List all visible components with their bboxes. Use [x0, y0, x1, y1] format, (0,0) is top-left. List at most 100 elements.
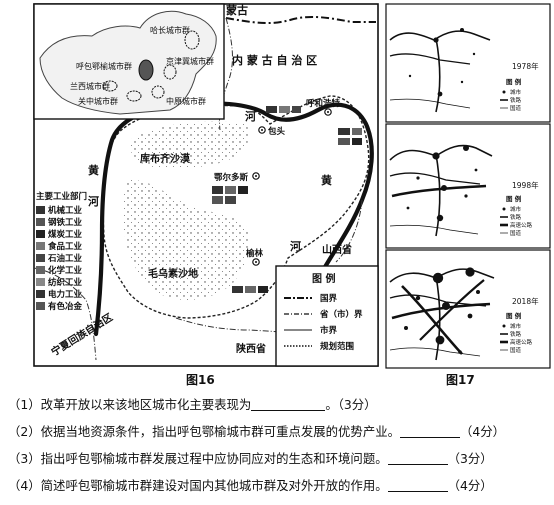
kubuqi-desert — [129, 121, 249, 169]
national-border — [225, 15, 376, 25]
industry-item-7: 电力工业 — [48, 289, 83, 300]
answer-blank-4[interactable] — [387, 479, 448, 492]
industry-item-0: 机械工业 — [48, 205, 83, 216]
fig17-legend-0-0: 城市 — [510, 88, 522, 96]
industry-item-5: 化学工业 — [48, 265, 83, 276]
label-shanxi: 山西省 — [322, 243, 352, 256]
label-river-huang-2: 黄 — [321, 173, 332, 187]
map-legend-item-2: 市界 — [320, 325, 338, 336]
city-baotou: 包头 — [258, 126, 286, 137]
industry-legend-items: 机械工业 钢铁工业 煤炭工业 食品工业 石油工业 化学工业 纺织工业 电力工业 … — [36, 205, 83, 312]
industry-item-2: 煤炭工业 — [48, 229, 83, 240]
province-border-ningxia — [33, 267, 97, 361]
fig17-legend-1-3: 国道 — [510, 229, 522, 237]
answer-blank-1[interactable] — [251, 398, 326, 411]
industry-item-4: 石油工业 — [47, 253, 83, 264]
map-legend-item-1: 省（市）界 — [319, 309, 363, 320]
label-maowusu: 毛乌素沙地 — [148, 267, 198, 280]
map-legend-item-3: 规划范围 — [320, 341, 354, 352]
question-3-tail: （3分） — [447, 451, 493, 466]
industry-item-3: 食品工业 — [48, 241, 83, 252]
province-border-shaanxi — [175, 317, 283, 333]
label-hohhot: 呼和浩特 — [306, 98, 341, 109]
question-1-tail: 。（3分） — [325, 397, 377, 412]
question-3-text: （3）指出呼包鄂榆城市群发展过程中应协同应对的生态和环境问题。 — [8, 451, 388, 466]
industry-icons-ordos — [212, 186, 248, 204]
fig17-legend-1-0: 城市 — [510, 205, 522, 213]
province-border-shanxi — [335, 199, 363, 263]
inset-label-lx: 兰西城市群 — [70, 81, 110, 91]
industry-legend-title: 主要工业部门 — [36, 191, 87, 202]
label-baotou: 包头 — [268, 126, 286, 137]
lx-region-marker — [102, 80, 118, 92]
industry-icons-baotou — [266, 106, 301, 113]
china-inset-outline — [39, 10, 217, 115]
city-yulin: 榆林 — [246, 248, 264, 266]
hc-region-marker — [184, 30, 200, 50]
label-river-huang-1: 黄 — [88, 163, 99, 177]
fig17-year-1: 1998年 — [512, 180, 539, 190]
fig17-legend-2-2: 高速公路 — [510, 338, 533, 346]
zy-region-marker — [151, 85, 165, 99]
city-ordos: 鄂尔多斯 — [214, 172, 260, 183]
fig17-panel-1978 — [385, 3, 551, 123]
inset-label-hc: 哈长城市群 — [150, 25, 190, 35]
map-legend-item-0: 国界 — [320, 293, 338, 304]
gz-region-marker — [126, 90, 142, 102]
fig17-legend-1-2: 高速公路 — [510, 221, 533, 229]
question-4-text: （4）简述呼包鄂榆城市群建设对国内其他城市群及对外开放的作用。 — [8, 478, 388, 493]
map-legend-title: 图 例 — [312, 272, 335, 285]
hbey-region-marker — [138, 59, 154, 81]
industry-item-1: 钢铁工业 — [48, 217, 83, 228]
fig17-1998-cities — [406, 145, 478, 222]
fig16-caption: 图16 — [186, 373, 215, 387]
fig17-2018-cities — [404, 267, 480, 354]
inset-label-gz: 关中城市群 — [78, 96, 118, 106]
label-kubuqi: 库布齐沙漠 — [140, 152, 191, 165]
inset-label-hbey: 呼包鄂榆城市群 — [76, 61, 132, 71]
question-2: （2）依据当地资源条件，指出呼包鄂榆城市群可重点发展的优势产业。 （4分） — [8, 424, 505, 440]
question-2-text: （2）依据当地资源条件，指出呼包鄂榆城市群可重点发展的优势产业。 — [8, 424, 400, 439]
inset-label-zy: 中原城市群 — [166, 96, 206, 106]
fig17-legend-0-2: 国道 — [510, 104, 522, 112]
yellow-river — [93, 101, 374, 337]
city-hohhot: 呼和浩特 — [306, 98, 341, 116]
label-ordos: 鄂尔多斯 — [214, 172, 249, 183]
fig17-year-2: 2018年 — [512, 296, 539, 306]
answer-blank-3[interactable] — [387, 452, 448, 465]
industry-icons-yulin — [232, 286, 268, 293]
inset-label-jjj: 京津冀城市群 — [166, 56, 214, 66]
label-ningxia: 宁夏回族自治区 — [49, 310, 115, 358]
industry-item-8: 有色冶金 — [48, 301, 83, 312]
fig17-2018-network — [389, 268, 495, 361]
industry-icons-hohhot — [338, 128, 362, 145]
fig17-panel-2018 — [385, 249, 551, 369]
question-1: （1）改革开放以来该地区城市化主要表现为。（3分） — [8, 397, 377, 413]
label-inner-mongolia: 内 蒙 古 自 治 区 — [232, 53, 317, 67]
fig17-1978-cities — [408, 28, 476, 97]
question-4: （4）简述呼包鄂榆城市群建设对国内其他城市群及对外开放的作用。（4分） — [8, 478, 493, 494]
label-yulin: 榆林 — [246, 248, 264, 259]
jjj-region-marker — [163, 64, 177, 80]
fig17-legend-2-0: 城市 — [510, 322, 522, 330]
answer-blank-2[interactable] — [400, 425, 460, 438]
fig17-legend-0-1: 铁路 — [510, 96, 522, 104]
maowusu-desert — [122, 179, 250, 300]
question-2-tail: （4分） — [460, 424, 506, 439]
fig17-legend-1-1: 铁路 — [510, 213, 522, 221]
fig17-legend-title-2: 图 例 — [506, 311, 522, 320]
label-mongolia: 蒙古 — [226, 3, 248, 17]
fig17-legend-title-0: 图 例 — [506, 77, 522, 86]
fig17-legend-2-1: 铁路 — [510, 330, 522, 338]
question-3: （3）指出呼包鄂榆城市群发展过程中应协同应对的生态和环境问题。 （3分） — [8, 451, 493, 467]
fig17-legend-2-3: 国道 — [510, 346, 522, 354]
fig17-year-0: 1978年 — [512, 61, 539, 71]
label-river-he-1: 河 — [88, 194, 99, 208]
fig17-legend-title-1: 图 例 — [506, 194, 522, 203]
label-river-he-2: 河 — [290, 239, 301, 253]
map-legend-box — [275, 265, 379, 367]
label-shaanxi: 陕西省 — [236, 342, 266, 355]
label-river-he-3: 河 — [245, 109, 256, 123]
industry-item-6: 纺织工业 — [48, 277, 83, 288]
